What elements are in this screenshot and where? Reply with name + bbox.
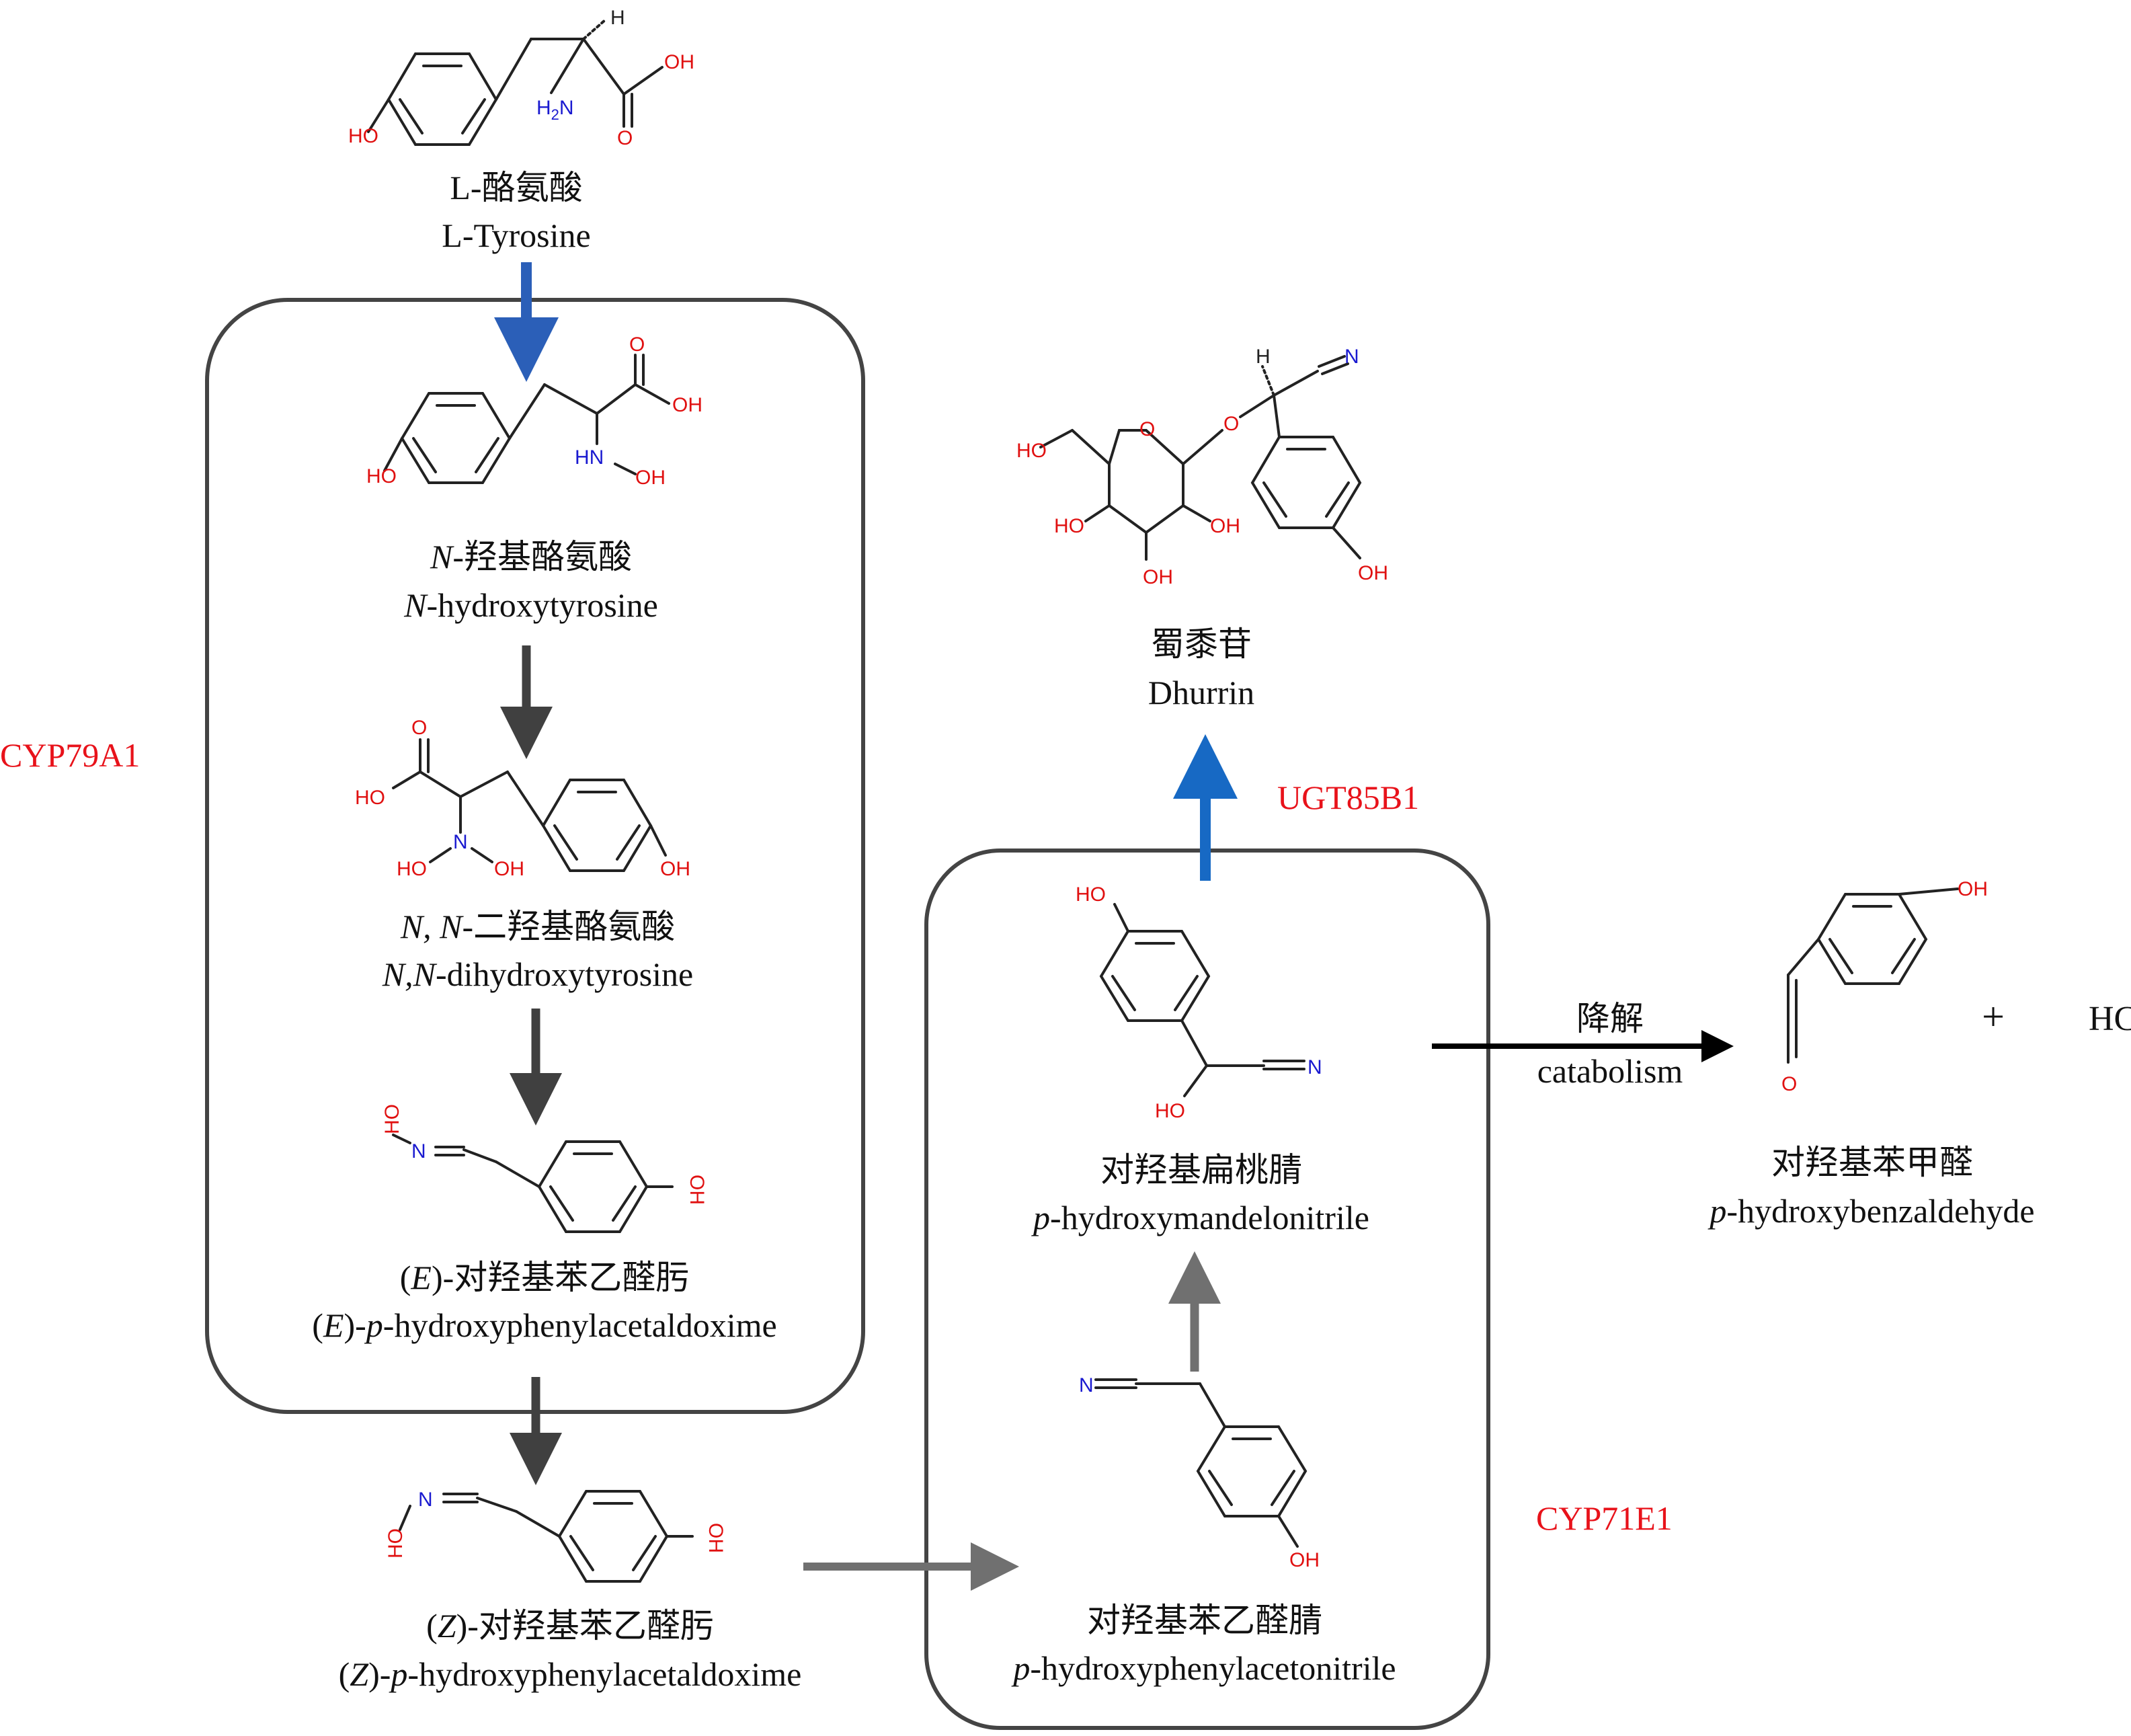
z-oxime-name-zh: (Z)-对羟基苯乙醛肟 <box>426 1607 714 1645</box>
e-oxime-name-en: (E)-p-hydroxyphenylacetaldoxime <box>312 1306 776 1344</box>
dhurrin-structure: O O N H HO HO OH OH OH <box>1016 346 1388 588</box>
svg-text:OH: OH <box>1958 878 1988 900</box>
svg-text:O: O <box>629 333 645 356</box>
svg-text:OH: OH <box>660 858 690 880</box>
svg-text:OH: OH <box>1210 515 1240 537</box>
acetonitrile-name-en: p-hydroxyphenylacetonitrile <box>1011 1649 1396 1687</box>
acetonitrile-name-zh: 对羟基苯乙醛腈 <box>1087 1602 1322 1639</box>
svg-text:OH: OH <box>494 858 524 880</box>
svg-text:N: N <box>1079 1374 1094 1396</box>
nn-dihydroxytyrosine-name-en: N,N-dihydroxytyrosine <box>382 955 693 993</box>
svg-text:N: N <box>411 1140 426 1162</box>
svg-text:OH: OH <box>635 467 666 489</box>
dhurrin-name-zh: 蜀黍苷 <box>1151 625 1252 663</box>
svg-text:N: N <box>1344 346 1359 368</box>
benzaldehyde-name-zh: 对羟基苯甲醛 <box>1771 1144 1973 1181</box>
svg-text:H: H <box>610 7 625 29</box>
benzaldehyde-name-en: p-hydroxybenzaldehyde <box>1707 1192 2034 1230</box>
svg-text:HO: HO <box>1155 1100 1185 1122</box>
z-oxime-name-en: (Z)-p-hydroxyphenylacetaldoxime <box>339 1655 802 1693</box>
tyrosine-structure: H OH O HO H2N <box>348 7 694 149</box>
svg-text:O: O <box>617 127 633 149</box>
svg-text:O: O <box>1223 413 1239 435</box>
acetonitrile-structure: N OH <box>1079 1374 1320 1571</box>
plus-sign: + <box>1982 994 2005 1039</box>
svg-text:OH: OH <box>1289 1549 1320 1571</box>
svg-text:O: O <box>1781 1073 1797 1095</box>
mandelonitrile-name-en: p-hydroxymandelonitrile <box>1031 1199 1369 1236</box>
svg-text:N: N <box>453 831 468 853</box>
n-hydroxytyrosine-structure: O OH HN OH HO <box>366 333 702 489</box>
svg-text:H: H <box>1256 346 1271 368</box>
svg-text:HO: HO <box>381 1104 403 1134</box>
svg-text:HO: HO <box>1016 440 1047 462</box>
svg-text:N: N <box>418 1489 433 1511</box>
hcn-label: HCN <box>2089 1000 2131 1038</box>
svg-text:HO: HO <box>355 787 385 809</box>
svg-text:HO: HO <box>348 125 378 147</box>
svg-text:OH: OH <box>672 394 702 416</box>
n-hydroxytyrosine-name-zh: N-羟基酪氨酸 <box>430 538 632 576</box>
svg-text:OH: OH <box>664 51 694 73</box>
n-hydroxytyrosine-name-en: N-hydroxytyrosine <box>403 586 658 624</box>
mandelonitrile-structure: HO N HO <box>1076 883 1322 1122</box>
cyp71e1-complex-box <box>924 849 1490 1730</box>
svg-text:OH: OH <box>686 1175 708 1205</box>
svg-text:OH: OH <box>1358 562 1388 584</box>
catabolism-label-zh: 降解 <box>1576 1000 1644 1037</box>
svg-text:HO: HO <box>366 465 397 487</box>
cyp79a1-complex-box <box>205 298 865 1414</box>
svg-text:HO: HO <box>1054 515 1084 537</box>
svg-text:HO: HO <box>1076 883 1106 906</box>
z-oxime-structure: N HO OH <box>385 1489 727 1583</box>
svg-text:O: O <box>1139 418 1155 440</box>
svg-text:OH: OH <box>705 1523 727 1553</box>
nn-dihydroxytyrosine-name-zh: N, N-二羟基酪氨酸 <box>400 908 675 945</box>
e-oxime-name-zh: (E)-对羟基苯乙醛肟 <box>400 1259 690 1296</box>
dhurrin-name-en: Dhurrin <box>1148 674 1254 711</box>
svg-text:HO: HO <box>385 1528 407 1559</box>
svg-text:N: N <box>1308 1056 1322 1078</box>
svg-text:H2N: H2N <box>536 97 574 123</box>
cyp71e1-label: CYP71E1 <box>1536 1499 1673 1537</box>
tyrosine-name-zh: L-酪氨酸 <box>450 169 582 206</box>
nn-dihydroxytyrosine-structure: O HO N HO OH OH <box>355 717 690 880</box>
svg-text:O: O <box>411 717 427 739</box>
tyrosine-name-en: L-Tyrosine <box>442 216 590 254</box>
ugt85b1-label: UGT85B1 <box>1277 779 1419 816</box>
svg-text:OH: OH <box>1143 566 1173 588</box>
svg-text:HN: HN <box>575 446 604 469</box>
catabolism-label-en: catabolism <box>1537 1052 1683 1090</box>
mandelonitrile-name-zh: 对羟基扁桃腈 <box>1100 1151 1302 1189</box>
benzaldehyde-structure: OH O <box>1781 878 1988 1095</box>
e-oxime-structure: N HO OH <box>381 1104 708 1233</box>
cyp79a1-label: CYP79A1 <box>0 736 140 774</box>
svg-text:HO: HO <box>397 858 427 880</box>
